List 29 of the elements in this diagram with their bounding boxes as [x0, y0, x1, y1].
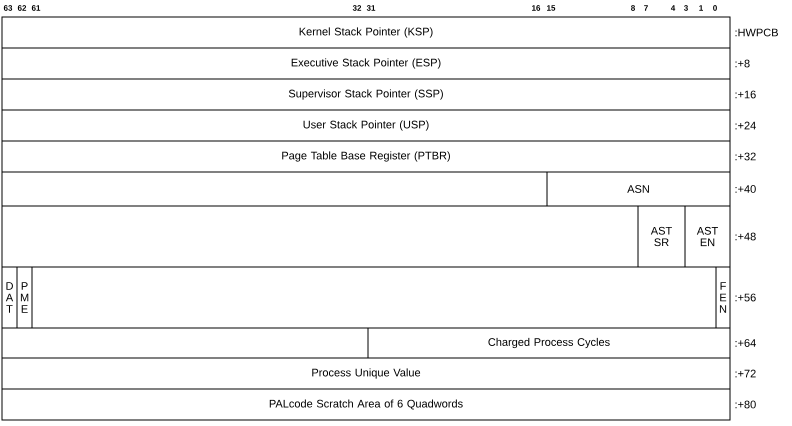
reserved-cell [32, 266, 716, 328]
reserved-cell [2, 172, 548, 206]
offset-label: :+8 [736, 60, 750, 68]
field-cell: Page Table Base Register (PTBR) [2, 140, 730, 172]
field-cell: P M E [16, 266, 32, 328]
offset-label: :+16 [736, 90, 756, 98]
field-cell: F E N [716, 266, 730, 328]
field-cell: AST EN [684, 206, 730, 268]
offset-label: :+72 [736, 370, 756, 378]
field-cell: Charged Process Cycles [368, 328, 730, 358]
offset-label: :+48 [736, 232, 756, 240]
offset-label: :+40 [736, 185, 756, 193]
reserved-cell [2, 206, 638, 268]
field-cell: Kernel Stack Pointer (KSP) [2, 16, 730, 48]
field-cell: D A T [2, 266, 18, 328]
field-cell: Supervisor Stack Pointer (SSP) [2, 78, 730, 110]
offset-label: :+80 [736, 400, 756, 408]
offset-label: :+24 [736, 122, 756, 130]
field-cell: PALcode Scratch Area of 6 Quadwords [2, 388, 730, 420]
offset-label: :HWPCB [736, 28, 778, 36]
reserved-cell [2, 328, 368, 358]
field-cell: ASN [546, 172, 730, 206]
offset-label: :+64 [736, 339, 756, 347]
offset-label: :+56 [736, 294, 756, 302]
field-cell: User Stack Pointer (USP) [2, 110, 730, 142]
field-cell: Executive Stack Pointer (ESP) [2, 48, 730, 80]
offset-label: :+32 [736, 152, 756, 160]
field-cell: Process Unique Value [2, 358, 730, 390]
field-cell: AST SR [638, 206, 686, 268]
